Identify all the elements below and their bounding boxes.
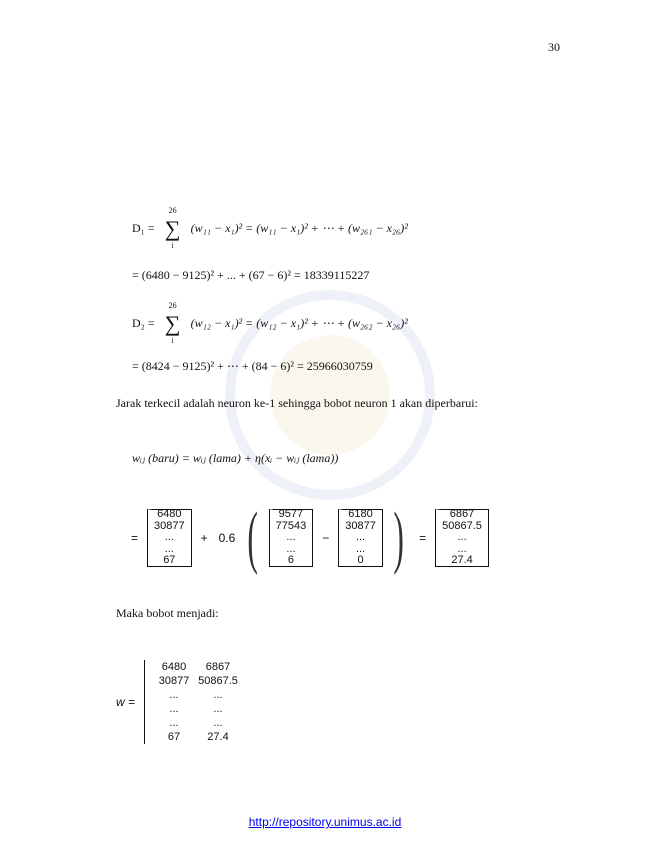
- equation-lhs: D₂ =: [132, 315, 155, 330]
- matrix-cell: 6: [287, 554, 294, 567]
- matrix-cell: 30877: [345, 519, 376, 532]
- matrix-old-weights-2: 6180 30877 ... ... 0: [338, 509, 383, 567]
- equation-lhs: D₁ =: [132, 220, 155, 235]
- repository-link[interactable]: http://repository.unimus.ac.id: [248, 815, 402, 829]
- matrix-cell: ...: [213, 717, 223, 729]
- paragraph-nearest-neuron: Jarak terkecil adalah neuron ke-1 sehing…: [116, 396, 478, 410]
- matrix-row: ... ...: [153, 688, 241, 702]
- matrix-row: ... ...: [153, 702, 241, 716]
- left-parenthesis: (: [247, 499, 259, 576]
- matrix-cell: 6867: [205, 661, 231, 673]
- sum-upper-limit: 26: [168, 301, 177, 310]
- summation-symbol: 26 ∑ i: [162, 206, 184, 250]
- matrix-cell: ...: [286, 531, 296, 544]
- matrix-cell: 50867.5: [198, 675, 238, 687]
- matrix-cell: ...: [457, 542, 467, 555]
- matrix-cell: ...: [286, 542, 296, 555]
- matrix-row: 67 27.4: [153, 730, 241, 744]
- matrix-cell: 6867: [449, 508, 475, 521]
- sum-upper-limit: 26: [168, 206, 177, 215]
- matrix-cell: 6180: [348, 508, 373, 521]
- sum-lower-limit: i: [171, 336, 174, 345]
- matrix-input-vector: 9577 77543 ... ... 6: [268, 508, 314, 567]
- sigma-glyph: ∑: [164, 311, 181, 336]
- final-matrix-lhs: w =: [116, 695, 136, 709]
- matrix-cell: ...: [213, 703, 223, 715]
- sigma-glyph: ∑: [164, 216, 181, 241]
- minus-sign: −: [322, 531, 330, 545]
- matrix-final-weights: 6480 6867 30877 50867.5 ... ... ... ... …: [144, 660, 241, 744]
- page-number: 30: [548, 40, 560, 54]
- matrix-cell: 67: [163, 554, 176, 567]
- matrix-cell: ...: [213, 689, 223, 701]
- sum-lower-limit: i: [171, 241, 174, 250]
- equation-d1-definition: D₁ = 26 ∑ i (w₁₁ − x₁)² = (w₁₁ − x₁)² + …: [132, 206, 408, 250]
- matrix-row: 6480 6867: [153, 660, 241, 674]
- equals-sign: =: [419, 531, 427, 545]
- matrix-cell: 27.4: [451, 554, 473, 567]
- equation-d2-definition: D₂ = 26 ∑ i (w₁₂ − x₁)² = (w₁₂ − x₁)² + …: [132, 301, 408, 345]
- matrix-cell: ...: [169, 703, 179, 715]
- equation-d1-value: = (6480 − 9125)² + ... + (67 − 6)² = 183…: [132, 268, 370, 282]
- matrix-cell: 6480: [157, 508, 182, 521]
- equation-d2-value: = (8424 − 9125)² + ⋯ + (84 − 6)² = 25966…: [132, 359, 373, 373]
- matrix-cell: 0: [357, 554, 364, 567]
- matrix-cell: ...: [355, 531, 366, 544]
- matrix-new-weights: 6867 50867.5 ... ... 27.4: [435, 509, 489, 567]
- matrix-cell: 30877: [158, 675, 190, 687]
- matrix-cell: ...: [355, 542, 366, 555]
- matrix-cell: 9577: [278, 508, 304, 521]
- learning-rate: 0.6: [218, 531, 236, 545]
- summation-symbol: 26 ∑ i: [162, 301, 184, 345]
- watermark-logo-center: [270, 335, 390, 455]
- matrix-old-weights: 6480 30877 ... ... 67: [147, 509, 192, 567]
- matrix-cell: ...: [164, 531, 174, 544]
- equation-update-rule: wᵢⱼ (baru) = wᵢⱼ (lama) + η(xᵢ − wᵢⱼ (la…: [132, 451, 339, 465]
- matrix-cell: ...: [164, 542, 174, 555]
- equation-final-weights: w = 6480 6867 30877 50867.5 ... ... ... …: [116, 660, 241, 744]
- equation-rhs: (w₁₁ − x₁)² = (w₁₁ − x₁)² + ⋯ + (w₂₆₁ − …: [190, 220, 408, 235]
- right-parenthesis: ): [393, 499, 404, 576]
- matrix-cell: ...: [169, 717, 179, 729]
- paragraph-result-weights: Maka bobot menjadi:: [116, 606, 219, 620]
- watermark-logo: [225, 290, 435, 500]
- equation-update-calculation: = 6480 30877 ... ... 67 + 0.6 ( 9577 775…: [126, 499, 489, 576]
- matrix-cell: 77543: [275, 519, 307, 532]
- matrix-cell: 6480: [161, 661, 187, 673]
- equation-rhs: (w₁₂ − x₁)² = (w₁₂ − x₁)² + ⋯ + (w₂₆₂ − …: [190, 315, 408, 330]
- matrix-cell: 27.4: [207, 731, 229, 743]
- matrix-row: 30877 50867.5: [153, 674, 241, 688]
- matrix-cell: 67: [167, 731, 181, 743]
- matrix-cell: 50867.5: [442, 519, 482, 532]
- matrix-cell: 30877: [154, 519, 185, 532]
- matrix-row: ... ...: [153, 716, 241, 730]
- matrix-cell: ...: [457, 531, 467, 544]
- plus-sign: +: [200, 531, 208, 545]
- matrix-cell: ...: [169, 689, 179, 701]
- equals-sign: =: [131, 531, 139, 545]
